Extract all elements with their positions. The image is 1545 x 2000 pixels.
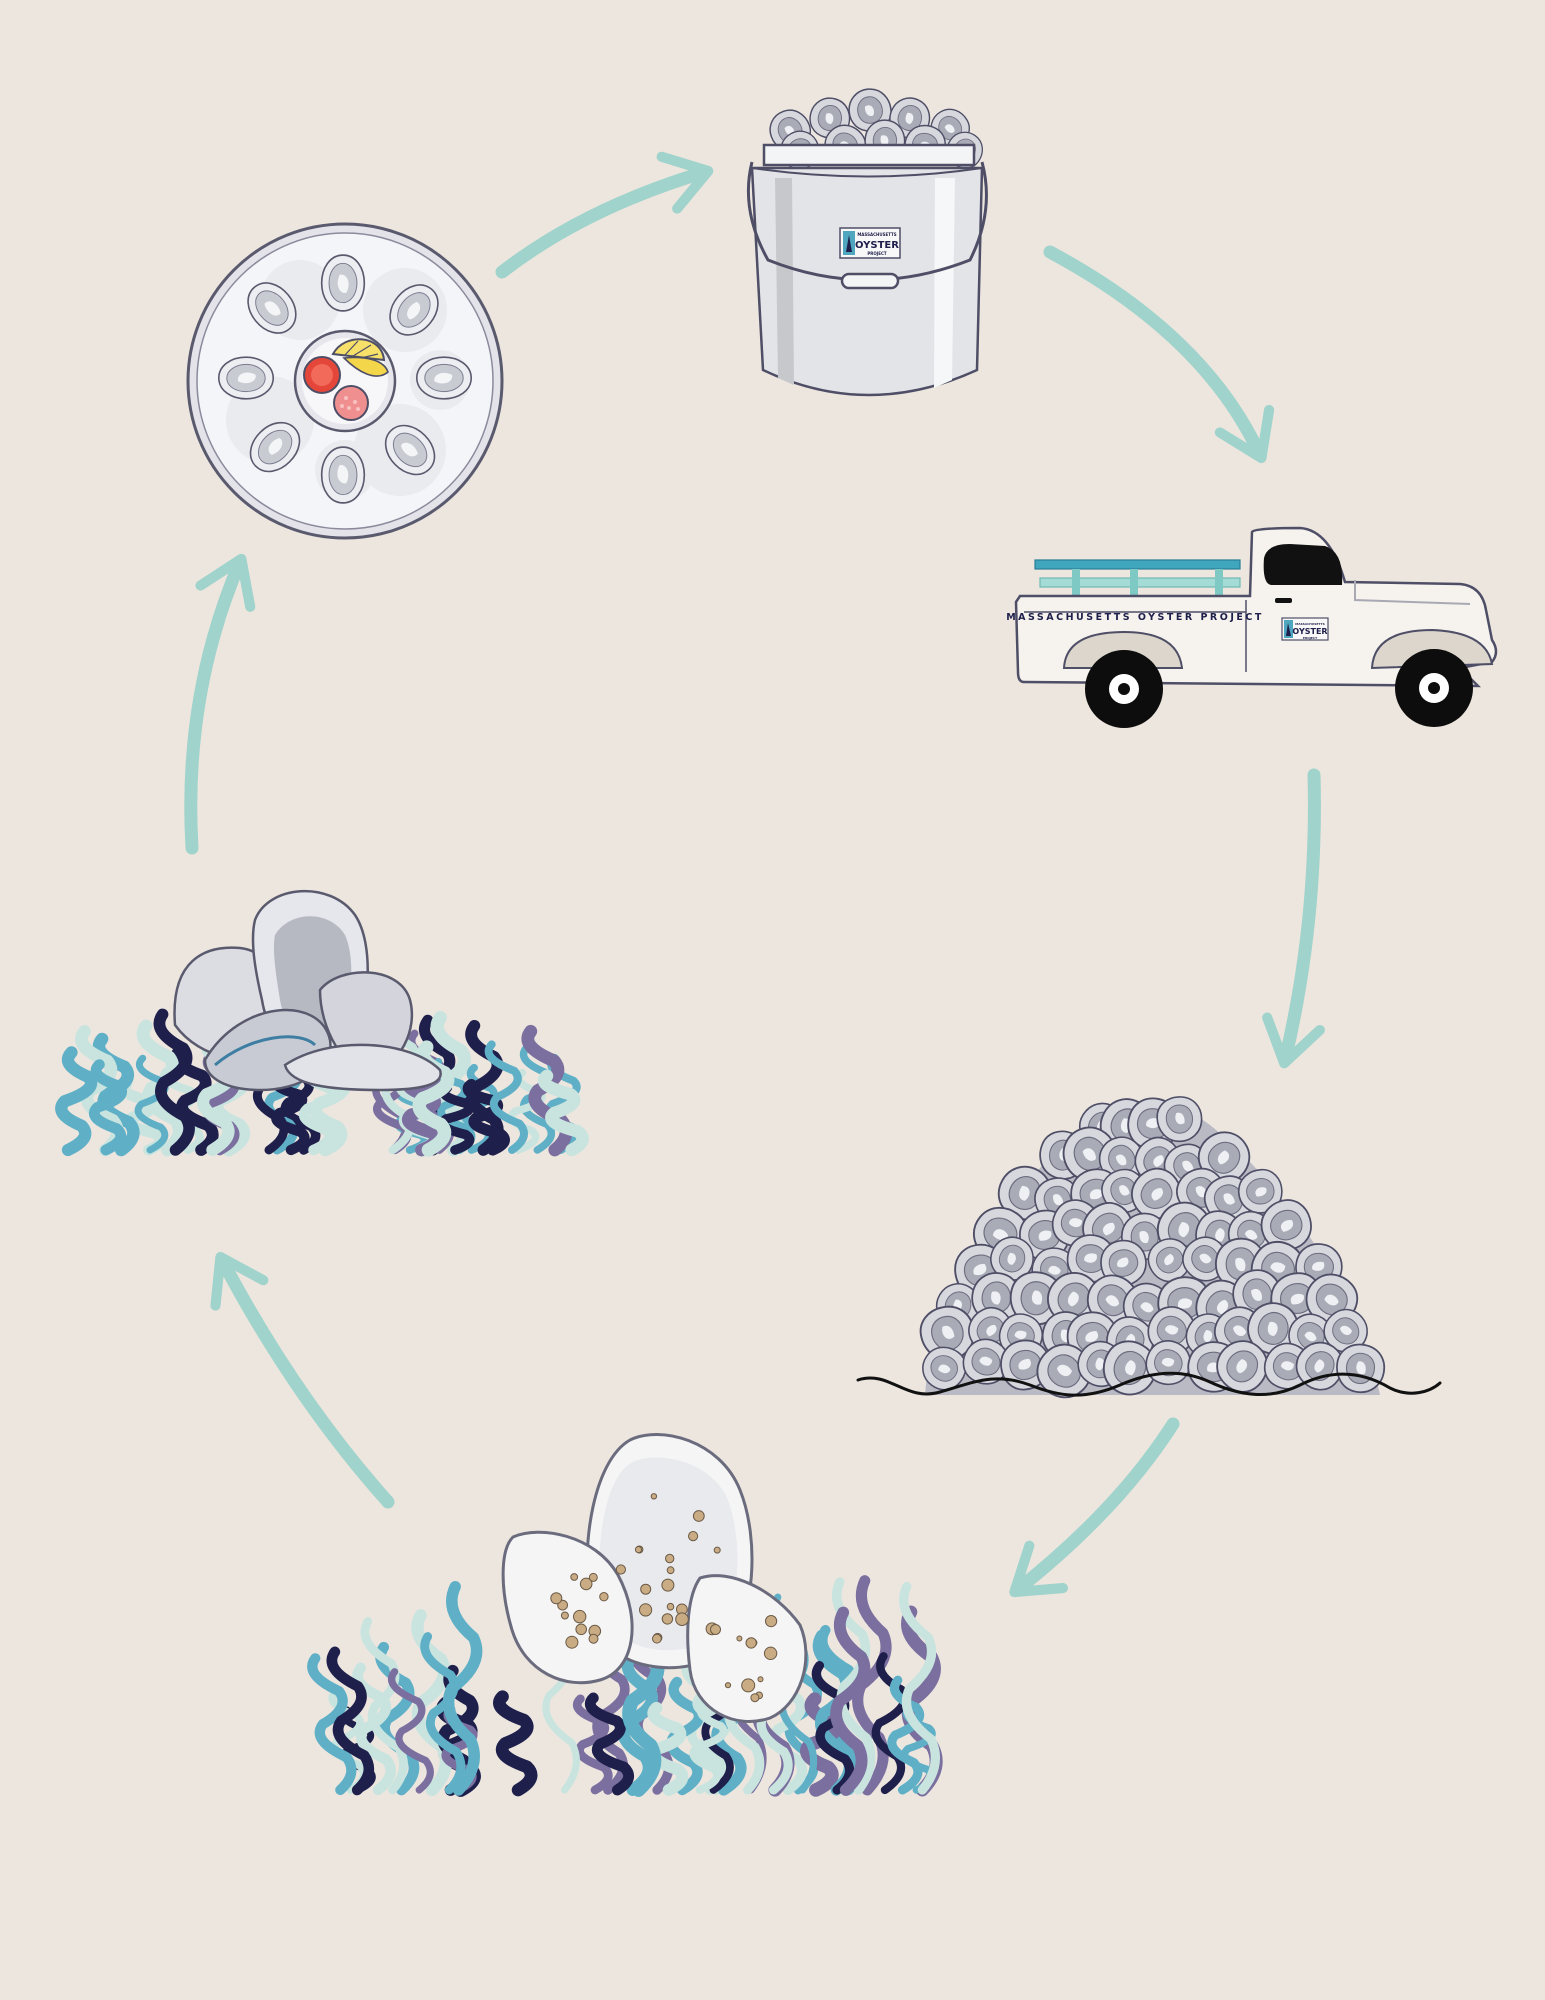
arrow-bucket-to-truck xyxy=(1043,245,1275,464)
truck-door-text: MASSACHUSETTS OYSTER PROJECT xyxy=(1006,612,1264,623)
waterline xyxy=(856,1371,1442,1397)
truck-badge: MASSACHUSETTS OYSTER PROJECT xyxy=(1281,617,1329,641)
spat-shells-icon xyxy=(307,1432,943,1797)
arrow-truck-to-pile xyxy=(1262,768,1325,1069)
truck-badge-line3: PROJECT xyxy=(1303,636,1318,640)
spat-dots xyxy=(550,1493,778,1703)
pickup-truck-icon: MASSACHUSETTS OYSTER PROJECT MASSACHUSET… xyxy=(1006,526,1498,728)
truck-rails xyxy=(1034,559,1241,597)
pile-shells xyxy=(913,1089,1389,1410)
bucket-badge-line3: PROJECT xyxy=(867,251,887,256)
arrow-spat-to-reef xyxy=(210,1251,395,1509)
shell-bucket-icon: MASSACHUSETTS OYSTER PROJECT xyxy=(746,86,991,397)
cycle-arrows xyxy=(184,151,1325,1598)
arrow-platter-to-bucket xyxy=(495,151,714,279)
truck-badge-line1: MASSACHUSETTS xyxy=(1295,622,1325,626)
seaweed-reef xyxy=(55,1008,589,1157)
shell-pile-icon xyxy=(856,1089,1442,1410)
bucket-badge-line2: OYSTER xyxy=(855,240,899,251)
truck-badge-line2: OYSTER xyxy=(1292,627,1327,636)
arrow-pile-to-spat xyxy=(1009,1417,1180,1598)
arrow-reef-to-platter xyxy=(184,553,256,855)
oyster-platter-icon xyxy=(186,222,504,540)
oyster-reef-icon xyxy=(55,890,589,1157)
bucket-badge: MASSACHUSETTS OYSTER PROJECT xyxy=(839,227,901,259)
bucket-badge-line1: MASSACHUSETTS xyxy=(857,232,896,237)
